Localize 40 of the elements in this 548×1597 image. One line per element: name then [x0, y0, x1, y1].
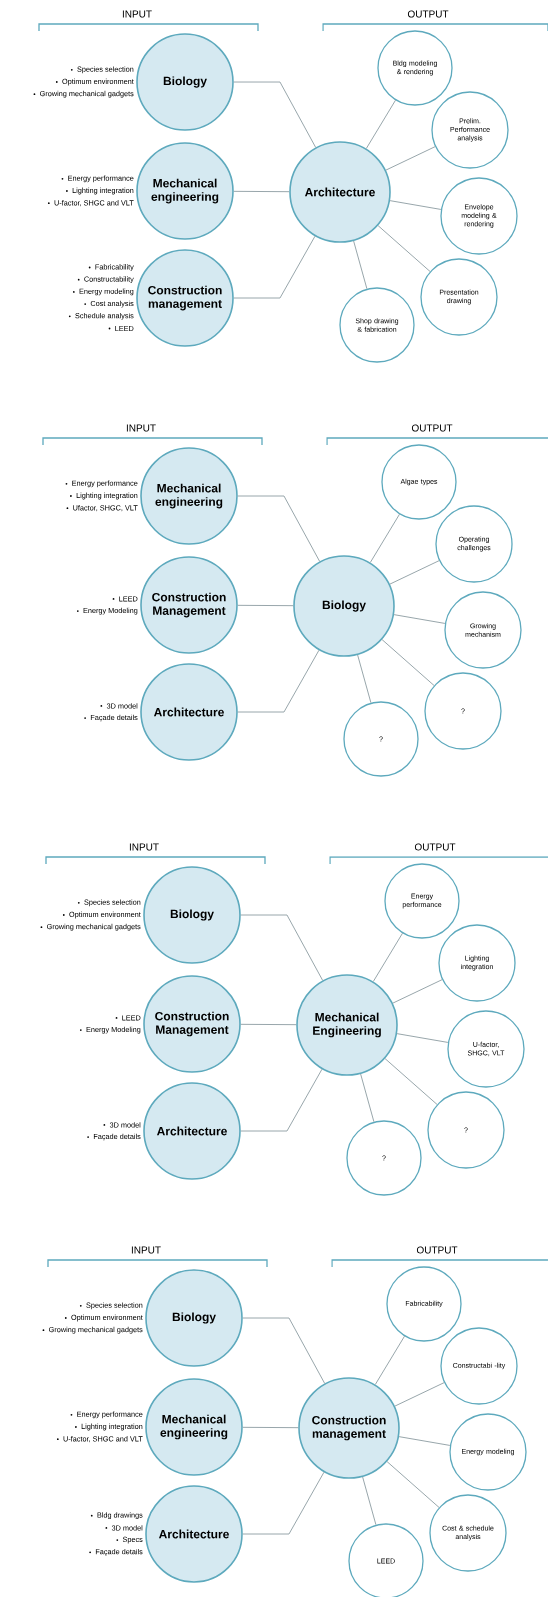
connector-line: [374, 1335, 405, 1385]
connector-line: [242, 1426, 299, 1429]
connector-line: [233, 190, 290, 193]
connector-line: [240, 1068, 323, 1132]
connector-line: [365, 99, 396, 149]
connector-line: [389, 200, 442, 210]
connector-line: [237, 604, 294, 607]
connector-line: [369, 513, 400, 563]
connector-line: [392, 979, 443, 1004]
connector-line: [240, 1023, 297, 1026]
connector-line: [386, 1461, 440, 1508]
connector-line: [233, 81, 317, 148]
connector-line: [384, 1058, 438, 1105]
connector-line: [398, 1436, 451, 1446]
section-heading: OUTPUT: [407, 10, 449, 18]
section-heading: INPUT: [126, 424, 156, 432]
section-heading: INPUT: [122, 10, 152, 18]
connector-line: [389, 560, 440, 585]
connector-line: [240, 914, 324, 981]
connector-line: [396, 1033, 449, 1043]
connector-line: [377, 225, 431, 272]
section-heading: OUTPUT: [414, 843, 456, 851]
connector-line: [242, 1317, 326, 1384]
connector-line: [353, 240, 368, 290]
connector-line: [360, 1073, 375, 1123]
connector-line: [362, 1476, 377, 1526]
connector-line: [242, 1471, 325, 1535]
section-heading: INPUT: [131, 1246, 161, 1254]
connector-line: [357, 654, 372, 704]
connector-line: [237, 649, 320, 713]
connector-line: [385, 146, 436, 171]
section-heading: OUTPUT: [411, 424, 453, 432]
connector-line: [237, 495, 321, 562]
section-heading: OUTPUT: [416, 1246, 458, 1254]
section-heading: INPUT: [129, 843, 159, 851]
connector-line: [393, 614, 446, 624]
connector-line: [372, 932, 403, 982]
connector-line: [394, 1382, 445, 1407]
connector-line: [381, 639, 435, 686]
connector-line: [233, 235, 316, 299]
